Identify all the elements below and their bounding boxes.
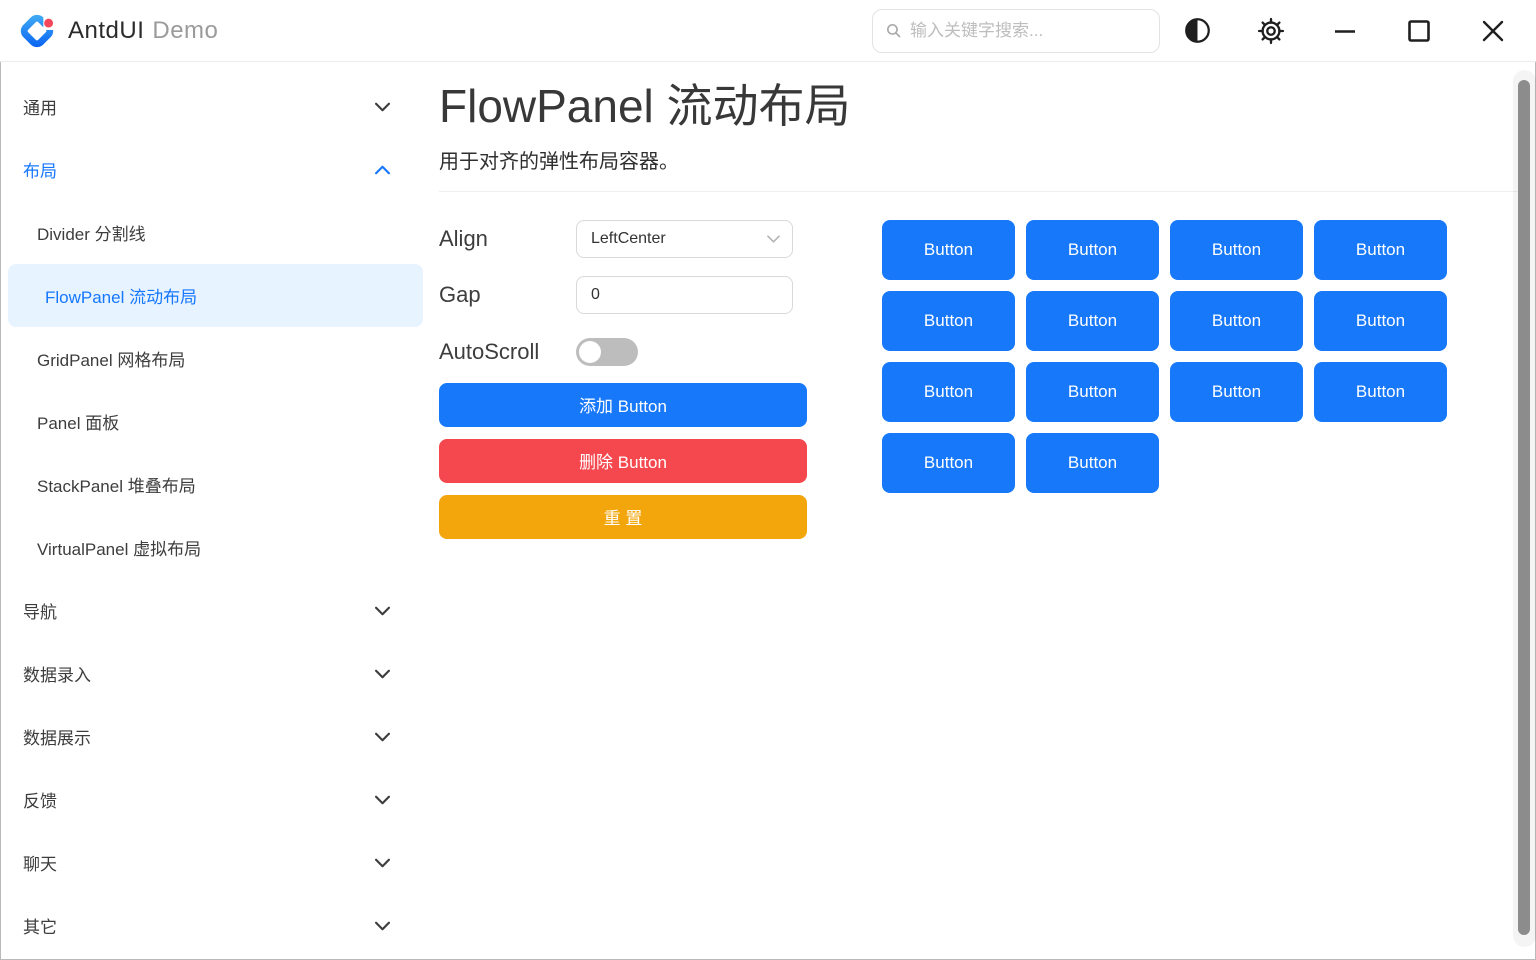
sidebar-item-stackpanel[interactable]: StackPanel 堆叠布局: [0, 453, 423, 516]
flow-button[interactable]: Button: [1026, 432, 1159, 493]
sidebar-item-label: 导航: [23, 603, 57, 622]
page-subtitle: 用于对齐的弹性布局容器。: [439, 150, 679, 173]
chevron-down-icon: [375, 606, 390, 615]
sidebar-menu: 通用布局 Divider 分割线 FlowPanel 流动布局 GridPanel 网…: [0, 62, 423, 960]
sidebar-item-other[interactable]: 其它: [0, 894, 423, 957]
flow-button[interactable]: Button: [1314, 361, 1447, 422]
sidebar-item-label: 布局: [23, 162, 57, 181]
reset-button[interactable]: 重 置: [439, 494, 807, 539]
sidebar-item-label: 数据录入: [23, 666, 91, 685]
gear-icon: [1257, 17, 1285, 44]
sidebar-item-label: 聊天: [23, 855, 57, 874]
search-icon: [886, 23, 901, 38]
delete-button[interactable]: 删除 Button: [439, 438, 807, 483]
gap-field[interactable]: [576, 275, 793, 314]
close-icon: [1482, 20, 1504, 41]
sidebar-item-label: 其它: [23, 918, 57, 937]
app-title-secondary: Demo: [152, 16, 219, 44]
flow-button[interactable]: Button: [1170, 361, 1303, 422]
search-box[interactable]: [872, 8, 1160, 53]
sidebar-item-label: GridPanel 网格布局: [37, 351, 186, 370]
sidebar-item-layout[interactable]: 布局: [0, 138, 423, 201]
gap-label: Gap: [439, 281, 481, 307]
sidebar-item-panel[interactable]: Panel 面板: [0, 390, 423, 453]
sidebar-item-label: Panel 面板: [37, 414, 120, 433]
flow-button[interactable]: Button: [882, 432, 1015, 493]
sidebar-item-flowpanel[interactable]: FlowPanel 流动布局: [8, 264, 423, 327]
sidebar-item-label: VirtualPanel 虚拟布局: [37, 540, 202, 559]
minimize-button[interactable]: [1308, 9, 1382, 53]
align-label: Align: [439, 225, 488, 251]
align-select-value: LeftCenter: [591, 229, 666, 247]
flow-button[interactable]: Button: [1026, 290, 1159, 351]
sidebar-item-feedback[interactable]: 反馈: [0, 768, 423, 831]
sidebar-scrollbar-track[interactable]: [1513, 70, 1536, 947]
sidebar-item-data-entry[interactable]: 数据录入: [0, 642, 423, 705]
contrast-half-circle-icon: [1184, 18, 1210, 43]
config-panel: Align LeftCenter Gap AutoScroll: [439, 219, 807, 551]
chevron-down-icon: [375, 795, 390, 804]
settings-button[interactable]: [1234, 9, 1308, 53]
chevron-down-icon: [375, 732, 390, 741]
sidebar-scrollbar-thumb[interactable]: [1518, 80, 1530, 935]
sidebar-item-data-display[interactable]: 数据展示: [0, 705, 423, 768]
sidebar-item-label: 反馈: [23, 792, 57, 811]
sidebar-item-navigation[interactable]: 导航: [0, 579, 423, 642]
chevron-down-icon: [375, 858, 390, 867]
sidebar-item-label: 通用: [23, 99, 57, 118]
theme-toggle-button[interactable]: [1160, 9, 1234, 53]
maximize-icon: [1408, 19, 1430, 42]
app-title-primary: AntdUI: [68, 16, 145, 44]
flow-button[interactable]: Button: [1314, 219, 1447, 280]
flow-button[interactable]: Button: [1170, 290, 1303, 351]
autoscroll-toggle[interactable]: [576, 337, 638, 366]
flow-button[interactable]: Button: [1026, 361, 1159, 422]
sidebar-item-general[interactable]: 通用: [0, 75, 423, 138]
chevron-up-icon: [375, 165, 390, 174]
flow-button[interactable]: Button: [882, 290, 1015, 351]
chevron-down-icon: [767, 234, 780, 243]
sidebar-item-chat[interactable]: 聊天: [0, 831, 423, 894]
sidebar-item-label: FlowPanel 流动布局: [45, 288, 198, 307]
chevron-down-icon: [375, 669, 390, 678]
gap-input[interactable]: [591, 285, 780, 304]
sidebar-item-label: StackPanel 堆叠布局: [37, 477, 196, 496]
flow-button[interactable]: Button: [1314, 290, 1447, 351]
flow-button[interactable]: Button: [882, 219, 1015, 280]
minimize-icon: [1335, 29, 1355, 33]
flow-button[interactable]: Button: [1026, 219, 1159, 280]
sidebar-item-label: 数据展示: [23, 729, 91, 748]
align-select[interactable]: LeftCenter: [576, 219, 793, 258]
flow-button[interactable]: Button: [1170, 219, 1303, 280]
autoscroll-label: AutoScroll: [439, 338, 540, 364]
flow-button[interactable]: Button: [882, 361, 1015, 422]
section-divider: [439, 190, 1530, 192]
close-button[interactable]: [1456, 9, 1530, 53]
page-title: FlowPanel 流动布局: [439, 80, 851, 132]
maximize-button[interactable]: [1382, 9, 1456, 53]
sidebar-item-label: Divider 分割线: [37, 225, 146, 244]
add-button[interactable]: 添加 Button: [439, 382, 807, 427]
antdui-logo-icon: [18, 12, 56, 50]
sidebar-item-virtualpanel[interactable]: VirtualPanel 虚拟布局: [0, 516, 423, 579]
chevron-down-icon: [375, 102, 390, 111]
autoscroll-toggle-knob: [579, 340, 601, 363]
search-input[interactable]: [910, 20, 1149, 41]
sidebar-item-gridpanel[interactable]: GridPanel 网格布局: [0, 327, 423, 390]
main-content: FlowPanel 流动布局 用于对齐的弹性布局容器。 Align LeftCe…: [423, 62, 1536, 960]
chevron-down-icon: [375, 921, 390, 930]
sidebar-item-divider[interactable]: Divider 分割线: [0, 201, 423, 264]
